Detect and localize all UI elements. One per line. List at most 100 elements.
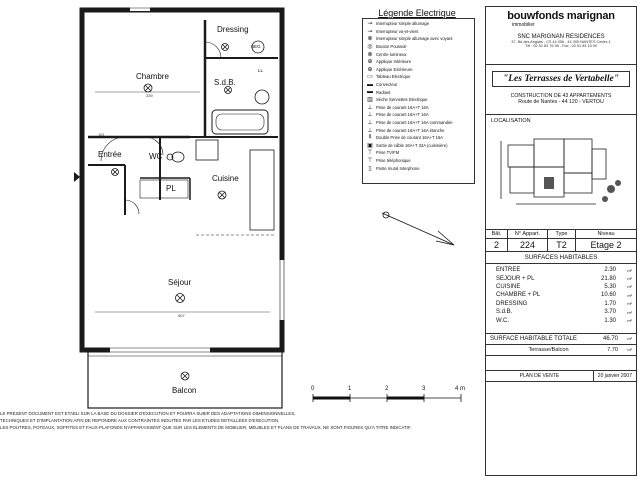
scale-bar: 0 1 2 3 4 m	[305, 384, 475, 410]
scale-label: 4 m	[455, 386, 466, 392]
developer-logo: bouwfonds marignan	[507, 10, 615, 22]
legend-row: ▯Poste mural Interphone	[364, 164, 476, 172]
project-address: Route de Nantes - 44 120 - VERTOU	[518, 99, 604, 105]
electric-panel-icon: ▭	[367, 74, 373, 81]
wall-light-icon: ⊕	[367, 59, 373, 66]
legend-row: ▭Tableau Electrique	[364, 73, 476, 81]
switch-pilot-icon: ⊗	[367, 36, 373, 43]
tv-socket-icon: ⊤	[367, 150, 373, 157]
fixture-ll: LL	[258, 68, 264, 73]
phone-socket-icon: ⊤	[367, 157, 373, 164]
room-label-cuisine: Cuisine	[212, 174, 239, 183]
info-header-type: Type	[548, 230, 576, 238]
towel-dryer-icon: ▥	[367, 97, 373, 104]
disclaimer: LE PRESENT DOCUMENT EST ETABLI SUR LA BA…	[0, 410, 480, 431]
surfaces-title: SURFACES HABITABLES	[486, 252, 636, 264]
info-value-batiment: 2	[486, 238, 508, 251]
room-label-sdb: S.d.B.	[214, 78, 236, 87]
terrasse-value: 7.70	[607, 346, 618, 353]
project-block: "Les Terrasses de Vertabelle" CONSTRUCTI…	[486, 65, 636, 115]
intercom-icon: ▯	[368, 165, 372, 172]
localisation-block: LOCALISATION	[486, 115, 636, 230]
plan-type: PLAN DE VENTE	[486, 370, 594, 381]
plan-footer: PLAN DE VENTE 20 janvier 2007	[486, 369, 636, 382]
room-label-pl: PL	[166, 184, 176, 193]
convector-icon: ▬	[367, 81, 373, 88]
legend-row: ⊥Prise de courant 16A+T 16A	[364, 111, 476, 119]
dimension-label: 507	[178, 313, 185, 318]
info-header-batiment: Bât.	[486, 230, 508, 238]
ceiling-light-icon: ⊗	[367, 51, 373, 58]
legend-row: ⊤Prise téléphonique	[364, 157, 476, 165]
socket-icon: ⊥	[367, 112, 373, 119]
socket-switched-icon: ⊥	[367, 120, 373, 127]
legend-row: ◎Bouton Poussoir	[364, 43, 476, 51]
plan-date: 20 janvier 2007	[597, 372, 632, 379]
surface-total-label: SURFACE HABITABLE TOTALE	[490, 335, 577, 342]
electrical-legend: Légende Electrique ⊸Interrupteur simple …	[358, 8, 476, 186]
legend-row: ⊥Prise de courant 16A+T 16A étanche	[364, 126, 476, 134]
scale-label: 0	[311, 386, 315, 392]
legend-row: ⊗Centre lumineux	[364, 50, 476, 58]
info-value-appartement: 224	[508, 238, 548, 251]
company-name: SNC MARIGNAN RESIDENCES	[517, 34, 605, 40]
outdoor-light-icon: ⊕	[367, 66, 373, 73]
info-header-niveau: Niveau	[597, 231, 615, 237]
room-label-dressing: Dressing	[217, 25, 249, 34]
project-construction: CONSTRUCTION DE 43 APPARTEMENTS	[510, 93, 612, 99]
switch-two-way-icon: ⊸	[367, 28, 373, 35]
developer-logo-sub: immobilier	[512, 22, 535, 28]
disclaimer-line: LES POUTRES, POTEAUX, SOFFITES ET FAUX-P…	[0, 425, 412, 430]
legend-row: ▬Convecteur	[364, 81, 476, 89]
legend-row: ▥Sèche Serviettes Electrique	[364, 96, 476, 104]
company-address: 37, Bd des Anglais - CS 44 056 - 44 005 …	[511, 40, 611, 44]
legend-row: ⊕Applique Extérieure	[364, 66, 476, 74]
scale-label: 3	[422, 386, 426, 392]
localisation-map	[500, 138, 621, 205]
company-phone: Tél : 02 51 83 76 98 - Fax : 02 51 83 15…	[525, 44, 597, 48]
title-block: bouwfonds marignan immobilier SNC MARIGN…	[485, 6, 637, 476]
localisation-title: LOCALISATION	[491, 118, 531, 124]
dimension-label: 339	[146, 93, 153, 98]
legend-row: ⊥Prise de courant 16A+T 16A	[364, 104, 476, 112]
info-value-niveau: Etage 2	[576, 238, 636, 251]
legend-row: ⊥Prise de courant 16A+T 16A commandée	[364, 119, 476, 127]
room-label-balcon: Balcon	[172, 386, 197, 395]
legend-row: ⊸Interrupteur simple allumage	[364, 20, 476, 28]
surface-total: SURFACE HABITABLE TOTALE 46.70 m²	[486, 332, 636, 345]
info-value-type: T2	[548, 238, 576, 251]
room-label-chambre: Chambre	[136, 72, 169, 81]
legend-row: ⊸Interrupteur va-et-vient	[364, 28, 476, 36]
double-socket-icon: ⫫	[368, 134, 372, 141]
radiant-icon: ▬	[367, 89, 373, 96]
floor-plan: Dressing Chambre S.d.B. Entrée WC PL Cui…	[0, 0, 300, 420]
info-header-appartement: N° Appart.	[508, 230, 548, 238]
surface-total-value: 46.70	[602, 335, 618, 342]
cooker-outlet-icon: ▣	[367, 142, 373, 149]
legend-row: ⫫Double Prise de courant 16A+T 16A	[364, 134, 476, 142]
legend-row: ▣Sortie de câble 16A+T 32A (cuisinière)	[364, 142, 476, 150]
legend-row: ⊕Applique Intérieure	[364, 58, 476, 66]
push-button-icon: ◎	[367, 44, 373, 51]
room-label-wc: WC	[149, 152, 163, 161]
room-label-entree: Entrée	[98, 150, 122, 159]
terrasse-surface: Terrasse/Balcon 7.70 m²	[486, 345, 636, 356]
legend-row: ⊤Prise TV/FM	[364, 149, 476, 157]
apartment-info: Bât. N° Appart. Type Niveau 2 224 T2 Eta…	[486, 230, 636, 252]
socket-icon: ⊥	[367, 104, 373, 111]
legend-row: ⊗Interrupteur simple allumage avec voyan…	[364, 35, 476, 43]
fixture-beg: BEG	[251, 44, 261, 49]
dimension-label: 161	[98, 132, 105, 137]
floor-plan-drawing	[74, 5, 285, 409]
legend-title: Légende Electrique	[378, 8, 456, 18]
project-name: "Les Terrasses de Vertabelle"	[492, 71, 630, 87]
room-label-sejour: Séjour	[168, 278, 192, 287]
switch-icon: ⊸	[367, 21, 373, 28]
